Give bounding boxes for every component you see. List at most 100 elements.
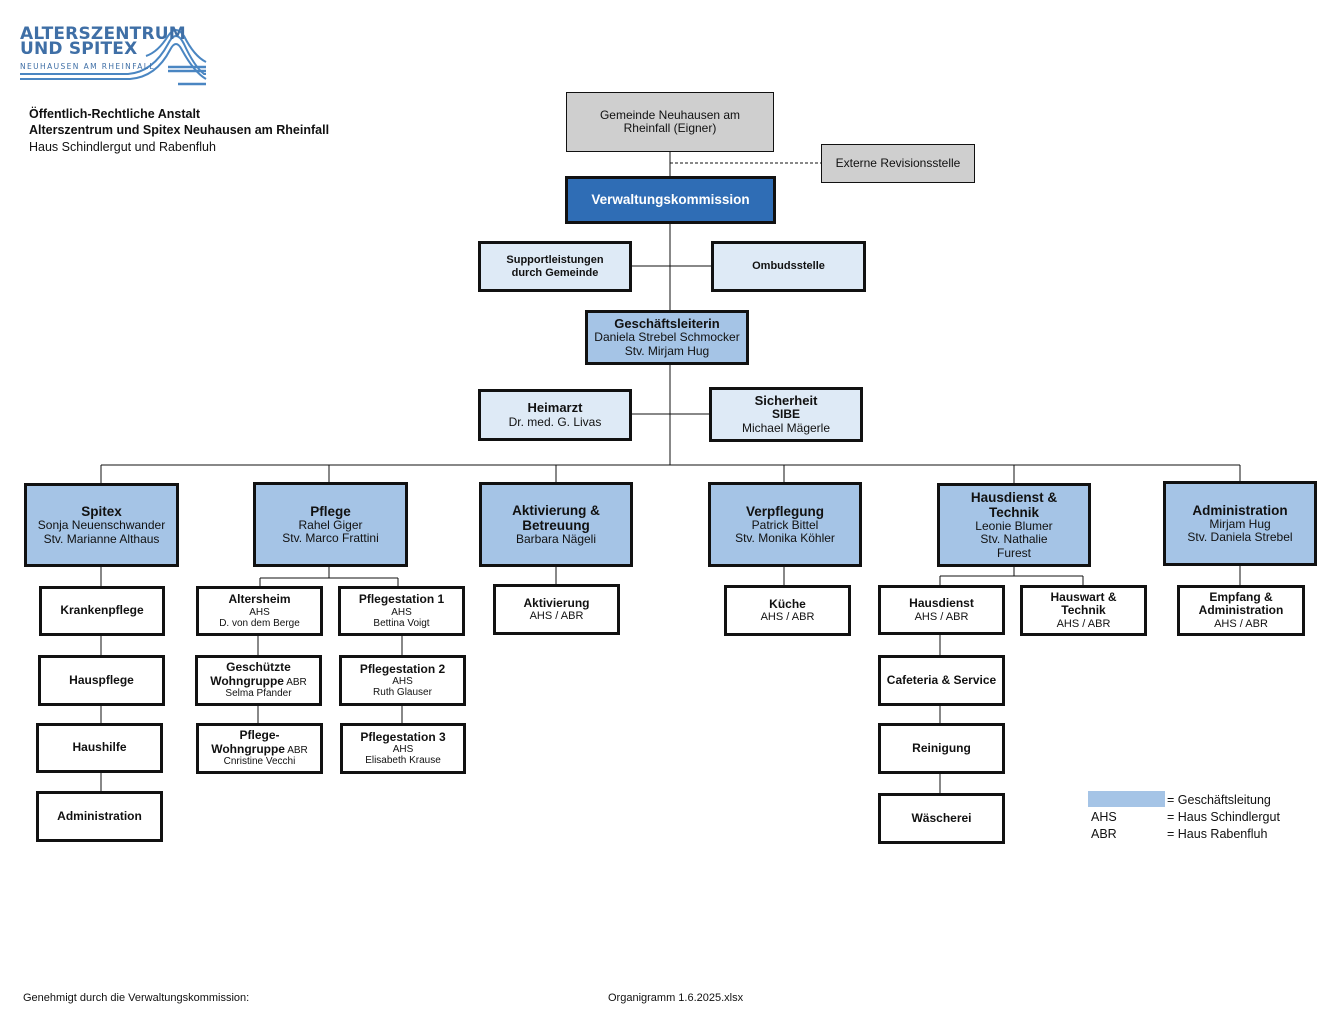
aktivierung-title: Aktivierung & Betreuung: [512, 502, 600, 533]
box-administration: Administration Mirjam Hug Stv. Daniela S…: [1163, 481, 1317, 566]
pflege-title: Pflege: [310, 503, 351, 519]
box-hausdienst: Hausdienst & Technik Leonie Blumer Stv. …: [937, 483, 1091, 567]
logo: ALTERSZENTRUM UND SPITEX NEUHAUSEN AM RH…: [18, 22, 218, 88]
reinigung-label: Reinigung: [912, 740, 971, 755]
unit-krankenpflege: Krankenpflege: [39, 586, 165, 636]
box-ombudsstelle: Ombudsstelle: [711, 241, 866, 292]
unit-geschuetzte-wohngruppe: Geschützte Wohngruppe ABR Selma Pfander: [195, 655, 322, 706]
hausdienst-stv: Stv. Nathalie Furest: [980, 532, 1048, 560]
unit-pflegestation3: Pflegestation 3 AHS Elisabeth Krause: [340, 723, 466, 774]
wg-title1: Geschützte: [226, 660, 291, 675]
verpflegung-name: Patrick Bittel: [751, 517, 819, 532]
header-line2: Alterszentrum und Spitex Neuhausen am Rh…: [29, 123, 330, 137]
sicherheit-sub: SIBE: [771, 407, 800, 422]
unit-spitex-administration-label: Administration: [57, 808, 142, 823]
pflege-stv: Stv. Marco Frattini: [282, 531, 379, 546]
altersheim-title: Altersheim: [228, 592, 291, 607]
hausdienst-name: Leonie Blumer: [975, 518, 1053, 533]
wg-house: ABR: [286, 676, 307, 688]
box-verpflegung: Verpflegung Patrick Bittel Stv. Monika K…: [708, 482, 862, 567]
spitex-title: Spitex: [81, 504, 122, 519]
hauswart-title: Hauswart & Technik: [1050, 589, 1117, 618]
ps3-house: AHS: [392, 744, 414, 756]
ps3-name: Elisabeth Krause: [365, 755, 441, 767]
logo-line1: ALTERSZENTRUM: [20, 24, 186, 44]
ps1-name: Bettina Voigt: [373, 617, 430, 629]
ps1-title: Pflegestation 1: [358, 592, 445, 607]
logo-line2: UND SPITEX: [20, 39, 138, 59]
box-revision: Externe Revisionsstelle: [821, 144, 975, 183]
box-support: Supportleistungen durch Gemeinde: [478, 241, 632, 292]
pwg-title1: Pflege-: [239, 728, 280, 743]
wg-name: Selma Pfander: [225, 688, 292, 700]
pwg-house: ABR: [287, 744, 308, 756]
kueche-house: AHS / ABR: [760, 611, 815, 624]
verpflegung-title: Verpflegung: [745, 503, 824, 519]
footer-approved: Genehmigt durch die Verwaltungskommissio…: [23, 992, 250, 1004]
unit-hauswart: Hauswart & Technik AHS / ABR: [1020, 585, 1147, 636]
legend-swatch-label: = Geschäftsleitung: [1167, 793, 1271, 807]
legend-ahs-label: = Haus Schindlergut: [1167, 810, 1280, 824]
ps1-house: AHS: [391, 606, 412, 618]
pflege-name: Rahel Giger: [298, 517, 363, 532]
hausdienst-unit-house: AHS / ABR: [914, 610, 969, 623]
ps3-title: Pflegestation 3: [360, 729, 446, 744]
legend-ahs-code: AHS: [1091, 810, 1117, 824]
unit-haushilfe-label: Haushilfe: [72, 740, 127, 755]
header-line1: Öffentlich-Rechtliche Anstalt: [29, 107, 201, 121]
sicherheit-title: Sicherheit: [754, 392, 818, 408]
pwg-title2: Wohngruppe: [211, 741, 285, 756]
hausdienst-title: Hausdienst & Technik: [970, 489, 1058, 520]
unit-cafeteria: Cafeteria & Service: [878, 655, 1005, 706]
legend-abr-label: = Haus Rabenfluh: [1167, 827, 1268, 841]
unit-waescherei: Wäscherei: [878, 793, 1005, 844]
unit-pflegestation1: Pflegestation 1 AHS Bettina Voigt: [338, 586, 465, 636]
heimarzt-name: Dr. med. G. Livas: [508, 414, 602, 429]
sicherheit-name: Michael Mägerle: [741, 420, 831, 435]
unit-kueche: Küche AHS / ABR: [724, 585, 851, 636]
revision-label: Externe Revisionsstelle: [835, 155, 961, 170]
pwg-name: Cnristine Vecchi: [223, 756, 296, 768]
heimarzt-title: Heimarzt: [527, 400, 583, 415]
unit-spitex-administration: Administration: [36, 791, 163, 842]
logo-line3: NEUHAUSEN AM RHEINFALL: [20, 62, 155, 71]
unit-aktivierung: Aktivierung AHS / ABR: [493, 584, 620, 635]
box-gemeinde: Gemeinde Neuhausen am Rheinfall (Eigner): [566, 92, 774, 152]
verwaltung-label: Verwaltungskommission: [591, 192, 750, 208]
unit-hauspflege-label: Hauspflege: [69, 672, 134, 687]
ps2-house: AHS: [392, 676, 413, 688]
unit-reinigung: Reinigung: [878, 723, 1005, 774]
gl-name: Daniela Strebel Schmocker: [594, 330, 740, 345]
spitex-name: Sonja Neuenschwander: [37, 518, 166, 533]
legend-swatch: [1088, 791, 1165, 807]
empfang-title: Empfang & Administration: [1198, 589, 1284, 618]
unit-empfang: Empfang & Administration AHS / ABR: [1177, 585, 1305, 636]
wg-title2: Wohngruppe: [210, 673, 284, 688]
hausdienst-unit-title: Hausdienst: [909, 596, 974, 611]
unit-hauspflege: Hauspflege: [38, 655, 165, 706]
footer-file: Organigramm 1.6.2025.xlsx: [608, 992, 744, 1004]
support-label: Supportleistungen durch Gemeinde: [506, 254, 604, 279]
ps2-name: Ruth Glauser: [373, 687, 432, 699]
gl-title: Geschäftsleiterin: [614, 315, 720, 331]
logo-wave-icon: [20, 29, 207, 86]
hauswart-house: AHS / ABR: [1056, 617, 1111, 630]
box-verwaltungskommission: Verwaltungskommission: [565, 176, 776, 224]
unit-altersheim: Altersheim AHS D. von dem Berge: [196, 586, 323, 636]
altersheim-house: AHS: [249, 606, 270, 618]
header-line3: Haus Schindlergut und Rabenfluh: [29, 140, 216, 154]
unit-hausdienst: Hausdienst AHS / ABR: [878, 585, 1005, 635]
verpflegung-stv: Stv. Monika Köhler: [735, 531, 835, 546]
aktivierung-unit-house: AHS / ABR: [529, 610, 584, 623]
aktivierung-name: Barbara Nägeli: [515, 531, 597, 546]
cafeteria-label: Cafeteria & Service: [886, 672, 997, 687]
box-aktivierung: Aktivierung & Betreuung Barbara Nägeli: [479, 482, 633, 567]
legend-abr-code: ABR: [1091, 827, 1117, 841]
box-spitex: Spitex Sonja Neuenschwander Stv. Mariann…: [24, 483, 179, 567]
altersheim-name: D. von dem Berge: [219, 617, 300, 629]
administration-name: Mirjam Hug: [1209, 516, 1271, 531]
empfang-house: AHS / ABR: [1214, 617, 1268, 630]
box-geschaeftsleiterin: Geschäftsleiterin Daniela Strebel Schmoc…: [585, 310, 749, 365]
gl-stv: Stv. Mirjam Hug: [624, 343, 710, 358]
administration-stv: Stv. Daniela Strebel: [1187, 530, 1293, 545]
